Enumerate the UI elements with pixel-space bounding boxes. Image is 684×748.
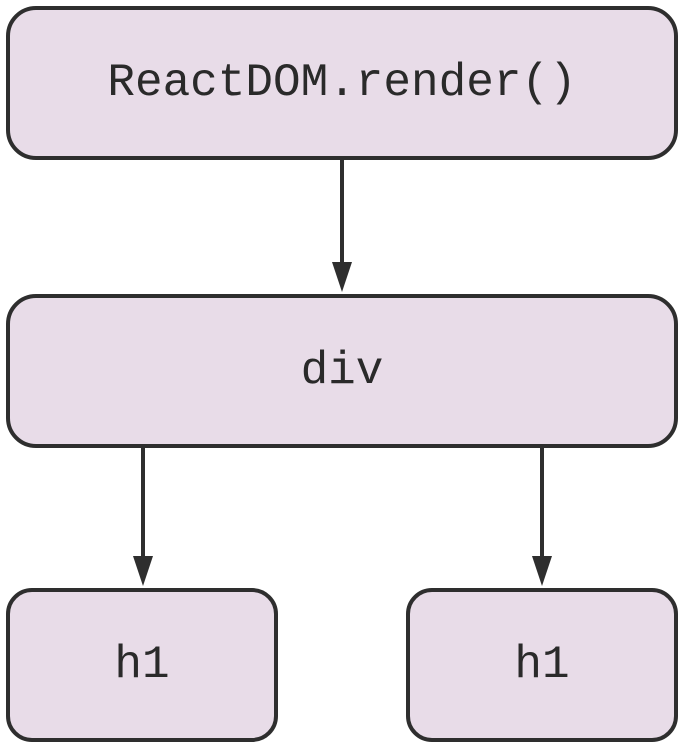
- node-label: h1: [114, 639, 170, 691]
- node-label: ReactDOM.render(): [107, 57, 577, 109]
- arrowhead-icon: [133, 556, 153, 586]
- node-reactdom-render: ReactDOM.render(): [6, 6, 678, 160]
- edge-div-to-h1-right: [532, 448, 552, 586]
- node-h1-left: h1: [6, 588, 278, 742]
- arrowhead-icon: [332, 262, 352, 292]
- arrowhead-icon: [532, 556, 552, 586]
- node-label: div: [300, 345, 384, 397]
- edge-root-to-div: [332, 160, 352, 292]
- node-h1-right: h1: [406, 588, 678, 742]
- node-div: div: [6, 294, 678, 448]
- node-label: h1: [514, 639, 570, 691]
- edge-div-to-h1-left: [133, 448, 153, 586]
